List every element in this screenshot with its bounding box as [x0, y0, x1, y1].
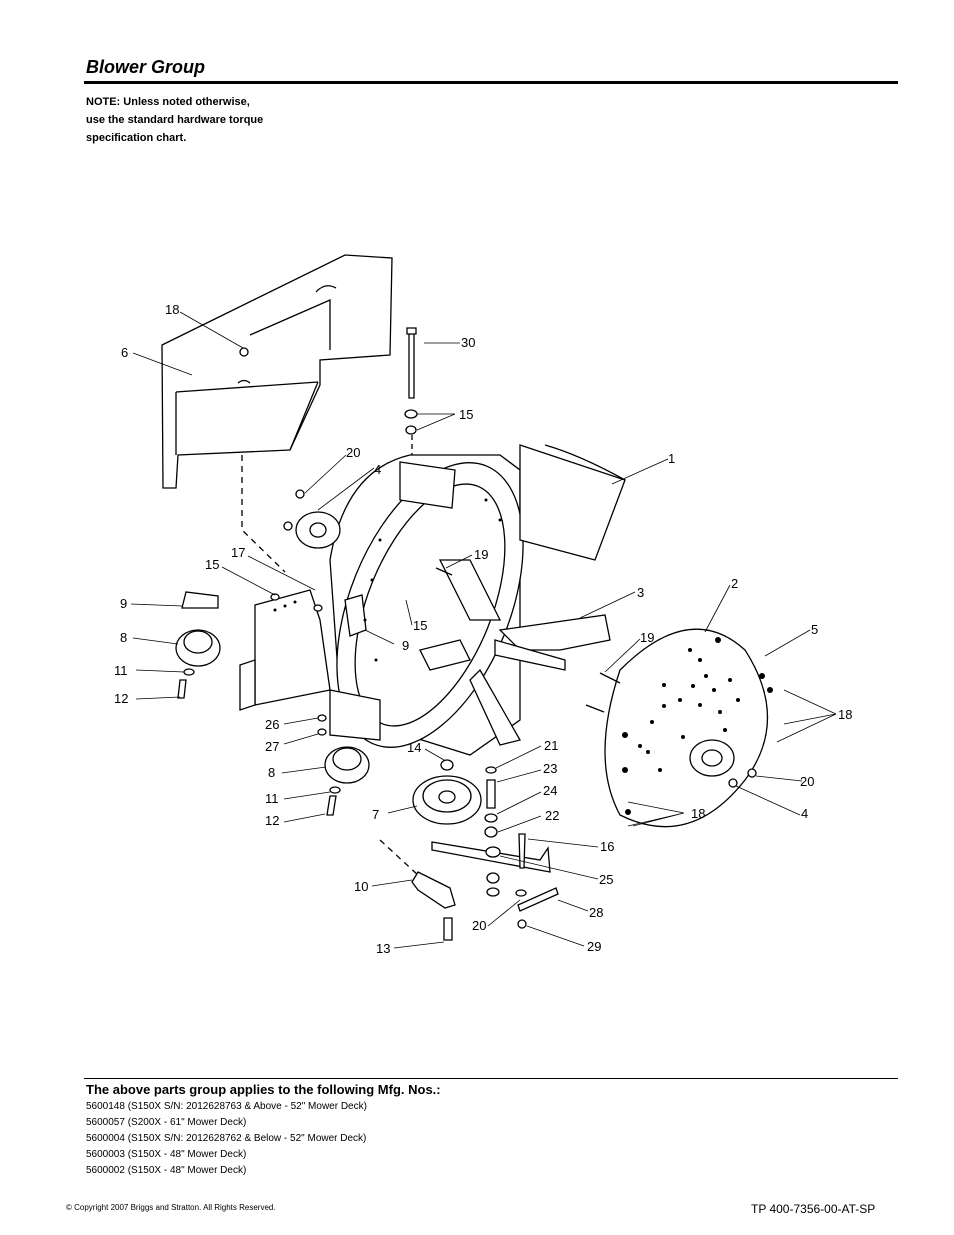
list-item: 5600004 (S150X S/N: 2012628762 & Below -… [86, 1133, 367, 1144]
nut-part [317, 714, 327, 722]
callout-label: 14 [407, 740, 421, 755]
callout-label: 8 [120, 630, 127, 645]
copyright-text: © Copyright 2007 Briggs and Stratton. Al… [66, 1203, 276, 1212]
idler-pulley-part [175, 629, 221, 667]
callout-label: 20 [472, 918, 486, 933]
callout-label: 11 [265, 791, 279, 806]
callout-label: 15 [459, 407, 473, 422]
page-title: Blower Group [86, 57, 206, 77]
callout-label: 28 [589, 905, 603, 920]
nut-part [270, 593, 280, 601]
idler-pulley-part [324, 746, 370, 784]
callout-label: 9 [402, 638, 409, 653]
callout-label: 16 [600, 839, 614, 854]
long-bolt-part [406, 327, 417, 399]
callout-label: 27 [265, 739, 279, 754]
list-item: 5600002 (S150X - 48" Mower Deck) [86, 1165, 247, 1176]
callout-label: 18 [691, 806, 705, 821]
callout-label: 7 [372, 807, 379, 822]
bolt-part [435, 567, 453, 576]
footer-rule [84, 1078, 898, 1079]
callout-label: 1 [668, 451, 675, 466]
nut-part [747, 768, 757, 778]
torque-note: NOTE: Unless noted otherwise, use the st… [86, 93, 263, 147]
spacer-part [486, 779, 496, 809]
nut-part [404, 409, 418, 419]
callout-label: 9 [120, 596, 127, 611]
callout-label: 18 [165, 302, 179, 317]
bolt-part [443, 917, 453, 941]
list-item: 5600003 (S150X - 48" Mower Deck) [86, 1149, 247, 1160]
document-number: TP 400-7356-00-AT-SP [751, 1202, 876, 1216]
note-line: use the standard hardware torque [86, 114, 264, 126]
washer-part [329, 786, 341, 794]
bearing-flange-part [295, 511, 341, 549]
bolt-part [177, 679, 187, 699]
callout-label: 12 [265, 813, 279, 828]
mfg-number-list: 5600148 (S150X S/N: 2012628763 & Above -… [86, 1099, 367, 1179]
nut-part [440, 759, 454, 771]
nut-part [517, 919, 527, 929]
callout-label: 13 [376, 941, 390, 956]
spacer-part [485, 766, 497, 774]
callout-label: 6 [121, 345, 128, 360]
callout-label: 18 [838, 707, 852, 722]
header-rule [84, 81, 898, 84]
callout-label: 21 [544, 738, 558, 753]
callout-label: 29 [587, 939, 601, 954]
bolt-part [585, 704, 605, 713]
nut-part [283, 521, 293, 531]
callout-label: 23 [543, 761, 557, 776]
callout-label: 25 [599, 872, 613, 887]
applies-heading: The above parts group applies to the fol… [86, 1082, 441, 1097]
callout-label: 15 [413, 618, 427, 633]
nut-part [728, 778, 738, 788]
small-bracket-part [344, 594, 367, 637]
callout-label: 19 [640, 630, 654, 645]
bolt-part [518, 833, 526, 869]
note-line: specification chart. [86, 132, 187, 144]
nut-part [313, 604, 323, 612]
callout-label: 8 [268, 765, 275, 780]
list-item: 5600057 (S200X - 61" Mower Deck) [86, 1117, 247, 1128]
callout-label: 10 [354, 879, 368, 894]
callout-label: 30 [461, 335, 475, 350]
nut-part [239, 347, 249, 357]
callout-label: 12 [114, 691, 128, 706]
blower-cover-part [161, 254, 393, 489]
back-plate-part [604, 628, 769, 828]
callout-label: 4 [801, 806, 808, 821]
callout-label: 11 [114, 663, 128, 678]
note-line: NOTE: Unless noted otherwise, [86, 96, 250, 108]
spring-part [517, 887, 559, 912]
callout-label: 24 [543, 783, 557, 798]
nut-part [295, 489, 305, 499]
spacer-part [484, 813, 498, 823]
discharge-chute-part [519, 444, 626, 561]
nut-part [317, 728, 327, 736]
leader-lines [130, 311, 837, 949]
callout-label: 3 [637, 585, 644, 600]
callout-label: 4 [374, 462, 381, 477]
small-bracket-part [181, 591, 219, 609]
callout-label: 20 [800, 774, 814, 789]
list-item: 5600148 (S150X S/N: 2012628763 & Above -… [86, 1101, 367, 1112]
l-bracket-part [411, 871, 456, 909]
washer-part [183, 668, 195, 676]
drive-pulley-part [412, 775, 482, 825]
callout-label: 26 [265, 717, 279, 732]
callout-label: 22 [545, 808, 559, 823]
callout-label: 19 [474, 547, 488, 562]
washer-part [515, 889, 527, 897]
callout-label: 5 [811, 622, 818, 637]
callout-label: 17 [231, 545, 245, 560]
callout-label: 20 [346, 445, 360, 460]
callout-label: 2 [731, 576, 738, 591]
bolt-part [599, 672, 621, 684]
callout-label: 15 [205, 557, 219, 572]
spacer-part [484, 826, 498, 838]
bolt-part [326, 795, 337, 816]
nut-part [405, 425, 417, 435]
